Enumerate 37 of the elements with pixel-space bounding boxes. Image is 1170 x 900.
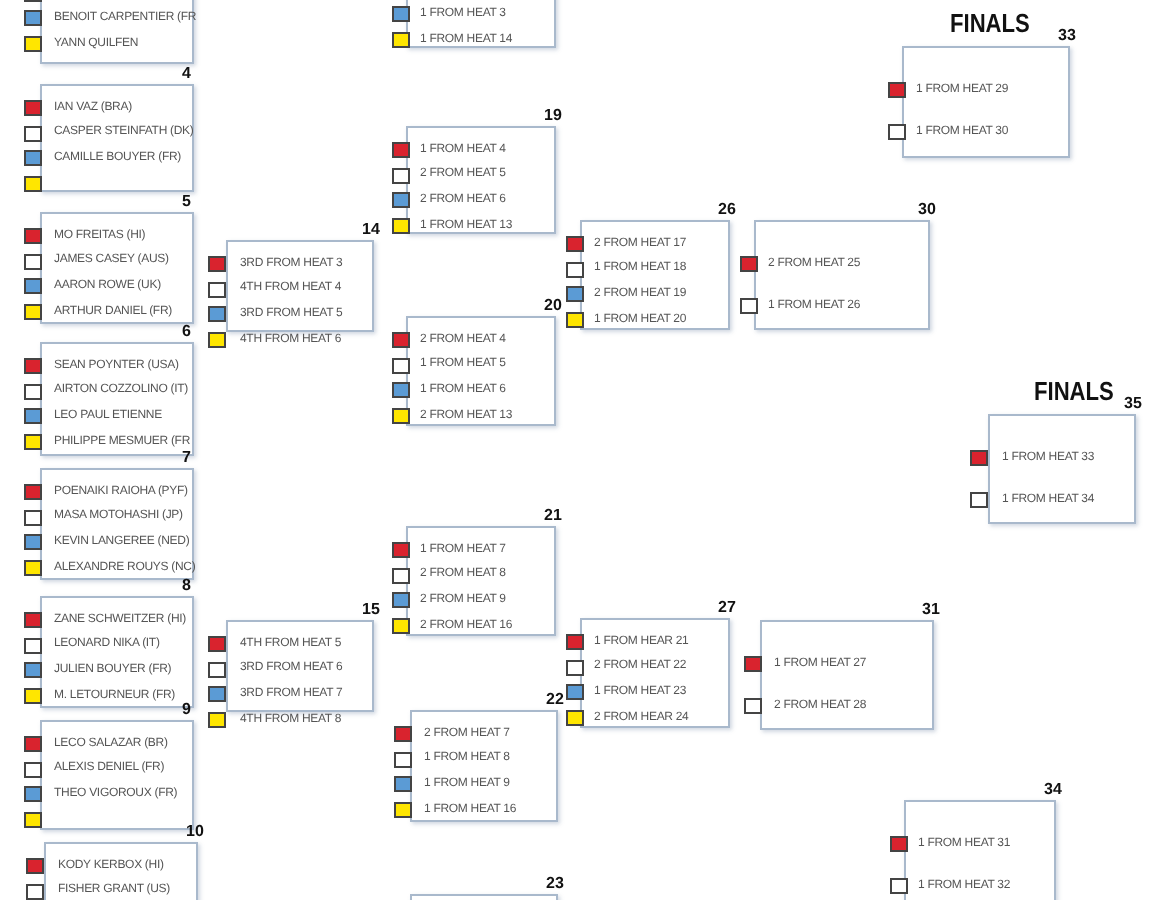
heat-box <box>40 212 194 324</box>
heat-box <box>760 620 934 730</box>
heat-number: 30 <box>918 200 936 218</box>
heat-number: 34 <box>1044 780 1062 798</box>
heat-number: 27 <box>718 598 736 616</box>
heat-number: 6 <box>182 322 191 340</box>
section-heading: FINALS <box>950 10 1030 38</box>
heat-number: 4 <box>182 64 191 82</box>
heat-box <box>40 468 194 580</box>
heat-box <box>580 618 730 728</box>
heat-number: 31 <box>922 600 940 618</box>
heat-box <box>410 710 558 822</box>
heat-box <box>580 220 730 330</box>
heat-box <box>406 126 556 234</box>
heat-number: 15 <box>362 600 380 618</box>
section-heading: FINALS <box>1034 378 1114 406</box>
heat-number: 35 <box>1124 394 1142 412</box>
heat-box <box>406 526 556 636</box>
heat-number: 33 <box>1058 26 1076 44</box>
heat-number: 21 <box>544 506 562 524</box>
heat-box <box>754 220 930 330</box>
heat-number: 14 <box>362 220 380 238</box>
heat-number: 22 <box>546 690 564 708</box>
heat-box <box>406 316 556 426</box>
heat-number: 26 <box>718 200 736 218</box>
heat-number: 9 <box>182 700 191 718</box>
heat-number: 5 <box>182 192 191 210</box>
heat-number: 19 <box>544 106 562 124</box>
heat-number: 10 <box>186 822 204 840</box>
heat-number: 20 <box>544 296 562 314</box>
heat-box <box>40 84 194 192</box>
heat-number: 23 <box>546 874 564 892</box>
heat-box <box>904 800 1056 900</box>
heat-box <box>988 414 1136 524</box>
heat-box <box>902 46 1070 158</box>
heat-number: 7 <box>182 448 191 466</box>
heat-number: 8 <box>182 576 191 594</box>
